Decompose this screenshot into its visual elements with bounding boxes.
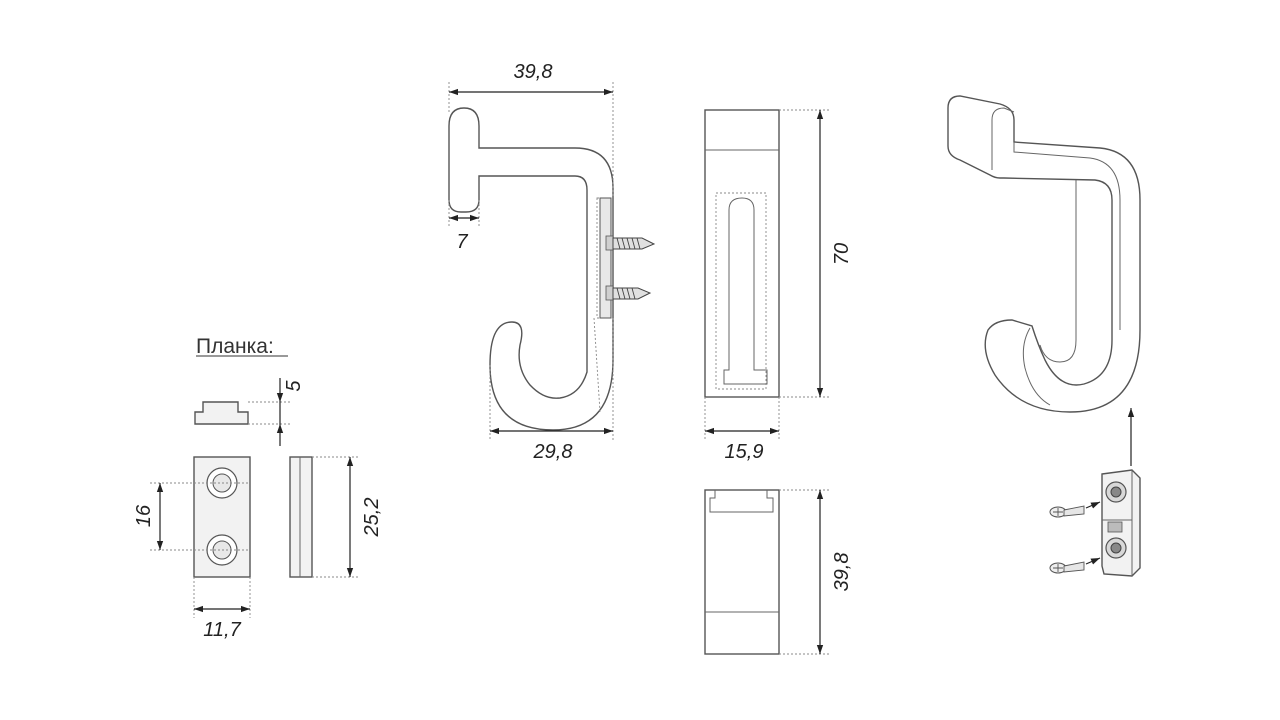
front-view-body [704,109,780,398]
screw-upper [599,197,656,319]
dim-bottom-height: 39,8 [831,553,853,592]
dim-side-width: 15,9 [725,441,764,463]
dim-hook-width-top: 39,8 [514,61,553,83]
plate-side-body [289,456,313,578]
dim-plate-hole-spacing: 16 [133,504,155,527]
dim-plate-height: 25,2 [361,498,383,538]
bottom-view-body [704,489,780,655]
plate-3d-view [1101,469,1141,577]
dim-hook-width-bottom: 29,8 [533,441,573,463]
screw-3d-lower [1049,557,1101,574]
screw-lower [605,285,652,301]
hook-3d-outline [947,95,1141,413]
dim-side-height: 70 [831,243,853,265]
hook-3d-view [947,95,1141,413]
dim-plate-thickness: 5 [283,380,305,392]
plate-label: Планка: [196,335,274,358]
dim-plate-width: 11,7 [203,619,241,641]
hook-profile-outline [448,107,614,431]
dim-hook-tip: 7 [456,231,468,253]
hook-front-view: 70 15,9 [704,109,853,463]
screw-3d-upper [1049,501,1101,518]
plate-side-profile [194,401,249,425]
hook-profile-view: 39,8 7 29,8 [448,61,656,463]
plate-section: Планка: 5 16 11,7 25,2 [133,335,383,641]
hook-bottom-view: 39,8 [704,489,853,655]
front-view-slot [723,197,768,385]
